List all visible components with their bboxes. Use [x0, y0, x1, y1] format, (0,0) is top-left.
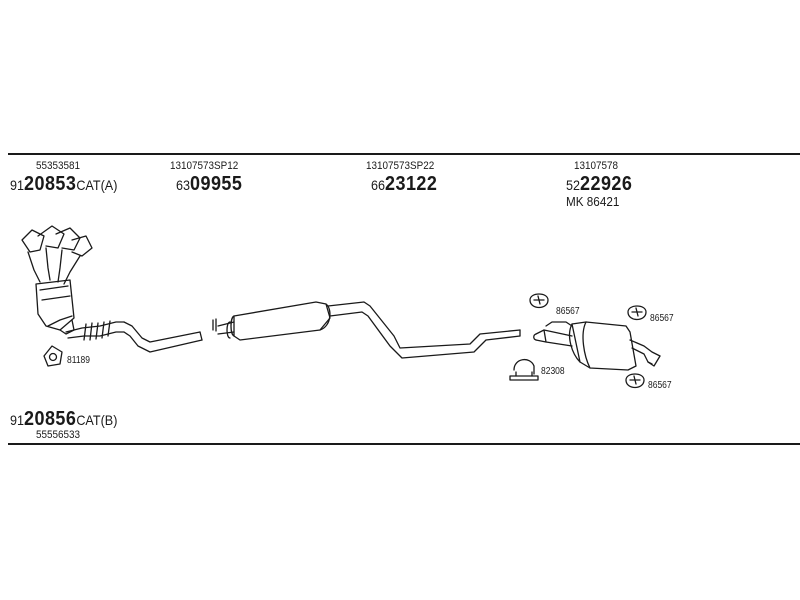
bottom-rule	[8, 443, 800, 445]
gasket-number: 81189	[67, 355, 91, 366]
front-clamp	[212, 318, 217, 332]
manifold-catalytic-converter	[21, 225, 93, 335]
gasket-part	[43, 345, 63, 367]
pipe2-part-number: 6623122	[371, 173, 438, 195]
pipe1-part-number: 6309955	[176, 173, 243, 195]
top-rule	[8, 153, 800, 155]
rear-muffler	[533, 321, 661, 371]
hanger-part-top	[529, 293, 549, 309]
clamp-number: 82308	[541, 366, 565, 377]
mk-part-number: MK 86421	[566, 194, 620, 209]
cat-a-prefix: 91	[10, 177, 25, 193]
pipe1-main: 09955	[190, 173, 243, 195]
cat-a-ref-number: 55353581	[36, 160, 81, 172]
hanger-bottom-number: 86567	[648, 380, 672, 391]
rear-prefix: 52	[566, 177, 581, 193]
hanger-top-number: 86567	[556, 306, 580, 317]
cat-a-main: 20853	[24, 173, 77, 195]
pipe2-main: 23122	[385, 173, 438, 195]
cat-b-prefix: 91	[10, 412, 25, 428]
front-pipe	[65, 320, 203, 353]
rear-part-number: 5222926	[566, 173, 633, 195]
rear-main: 22926	[580, 173, 633, 195]
pipe2-prefix: 66	[371, 177, 386, 193]
hanger-part-right	[627, 305, 647, 321]
pipe1-prefix: 63	[176, 177, 191, 193]
cat-b-part-number: 9120856CAT(B)	[10, 408, 118, 430]
center-muffler	[217, 301, 521, 359]
cat-a-part-number: 9120853CAT(A)	[10, 173, 118, 195]
cat-b-ref-number: 55556533	[36, 429, 81, 441]
pipe2-ref-number: 13107573SP22	[366, 160, 435, 172]
rear-clamp-part	[509, 359, 539, 381]
rear-ref-number: 13107578	[574, 160, 619, 172]
cat-a-suffix: CAT(A)	[76, 177, 118, 193]
hanger-part-bottom	[625, 373, 645, 389]
cat-b-main: 20856	[24, 408, 77, 430]
hanger-right-number: 86567	[650, 313, 674, 324]
cat-b-suffix: CAT(B)	[76, 412, 118, 428]
pipe1-ref-number: 13107573SP12	[170, 160, 239, 172]
